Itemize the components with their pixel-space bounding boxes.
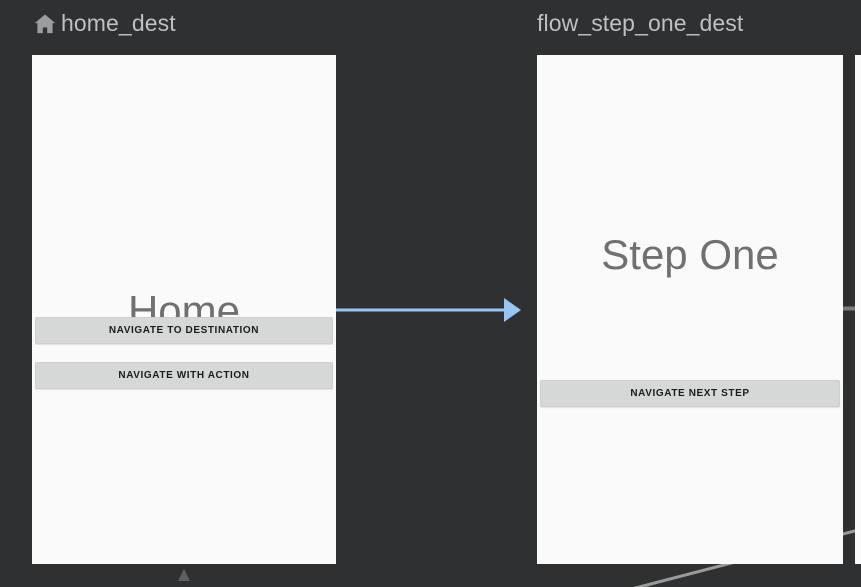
- start-destination-pointer-icon: [178, 569, 190, 581]
- button-navigate-to-destination[interactable]: NAVIGATE TO DESTINATION: [35, 317, 333, 344]
- destination-label-home_dest: home_dest: [32, 6, 176, 40]
- home-icon: [32, 11, 58, 37]
- destination-frame-flow_step_one_dest[interactable]: Step One NAVIGATE NEXT STEP: [537, 55, 843, 564]
- action-arrow-head: [504, 298, 521, 322]
- home-to-flow-step-one-action[interactable]: [336, 298, 521, 322]
- screen-title-step-one: Step One: [601, 231, 779, 278]
- button-navigate-with-action[interactable]: NAVIGATE WITH ACTION: [35, 362, 333, 389]
- destination-label-text: home_dest: [61, 9, 176, 36]
- button-navigate-next-step[interactable]: NAVIGATE NEXT STEP: [540, 380, 840, 407]
- destination-label-text: flow_step_one_dest: [537, 9, 744, 36]
- destination-frame-offscreen[interactable]: [855, 55, 861, 564]
- destination-label-flow_step_one_dest: flow_step_one_dest: [537, 6, 743, 40]
- destination-frame-home_dest[interactable]: Home NAVIGATE TO DESTINATION NAVIGATE WI…: [32, 55, 336, 564]
